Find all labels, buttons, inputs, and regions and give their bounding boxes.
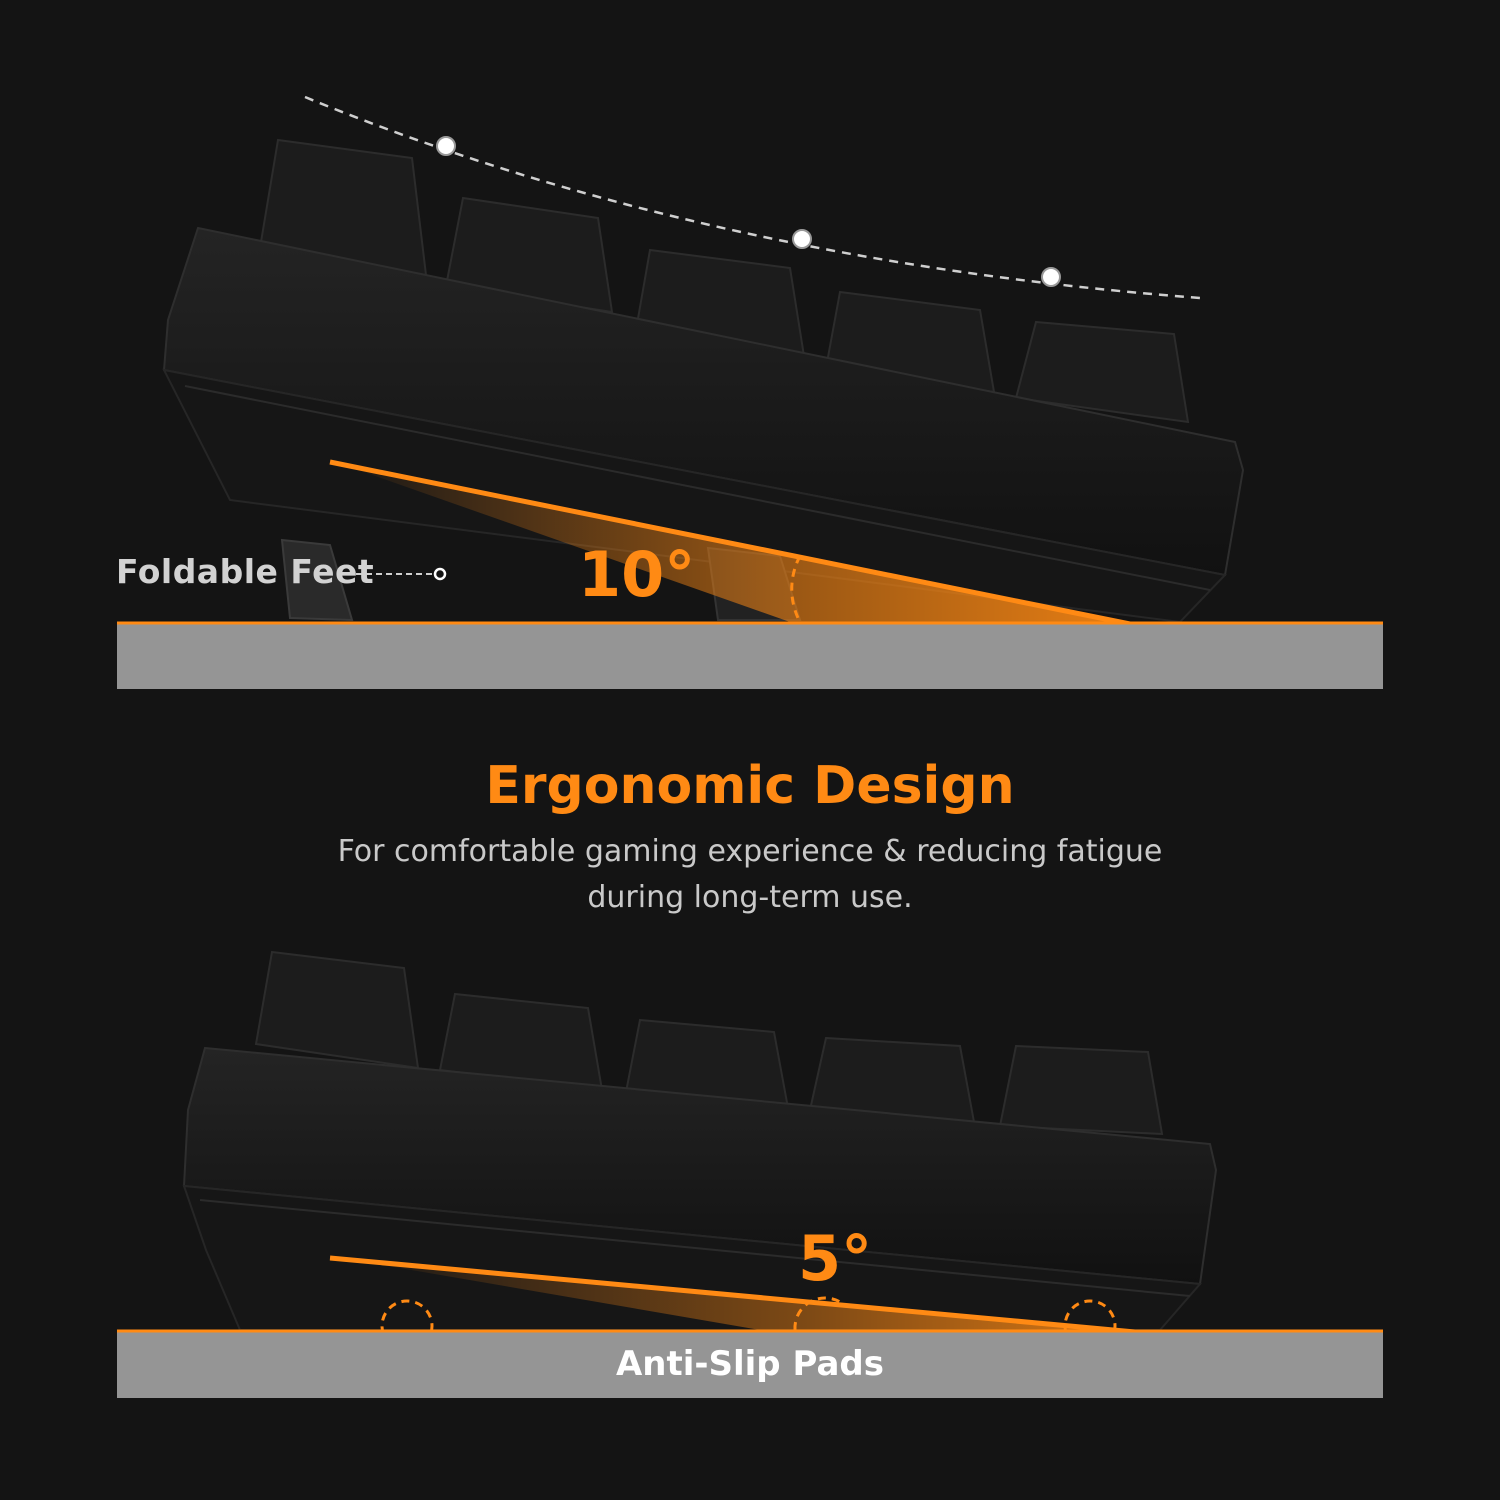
subtitle-line-2: during long-term use. — [587, 880, 913, 915]
desk-surface-bottom — [117, 1330, 1383, 1398]
desk-surface-top — [117, 622, 1383, 689]
curve-marker — [1041, 267, 1061, 287]
keycap — [444, 196, 614, 314]
foldable-foot — [280, 538, 354, 622]
page-title: Ergonomic Design — [485, 756, 1015, 816]
anti-slip-pads-label: Anti-Slip Pads — [615, 1344, 885, 1384]
foldable-feet-label: Foldable Feet — [116, 552, 375, 591]
tilt-angle-low: 5° — [798, 1222, 873, 1295]
curve-marker — [792, 229, 812, 249]
curve-marker — [436, 136, 456, 156]
anti-slip-pad-marker — [1063, 1299, 1117, 1353]
anti-slip-pad-marker — [793, 1296, 841, 1331]
tilt-line — [329, 1255, 1136, 1335]
keycap — [998, 1044, 1164, 1136]
feet-pointer-dot — [433, 567, 447, 581]
anti-slip-pad-marker — [380, 1299, 434, 1353]
subtitle-line-1: For comfortable gaming experience & redu… — [337, 834, 1163, 869]
angle-arc — [790, 555, 802, 623]
keycap — [254, 950, 420, 1070]
tilt-line — [329, 459, 1131, 627]
tilt-angle-high: 10° — [578, 538, 696, 611]
keyboard-flat — [182, 950, 1218, 1331]
keycap — [1014, 320, 1190, 424]
